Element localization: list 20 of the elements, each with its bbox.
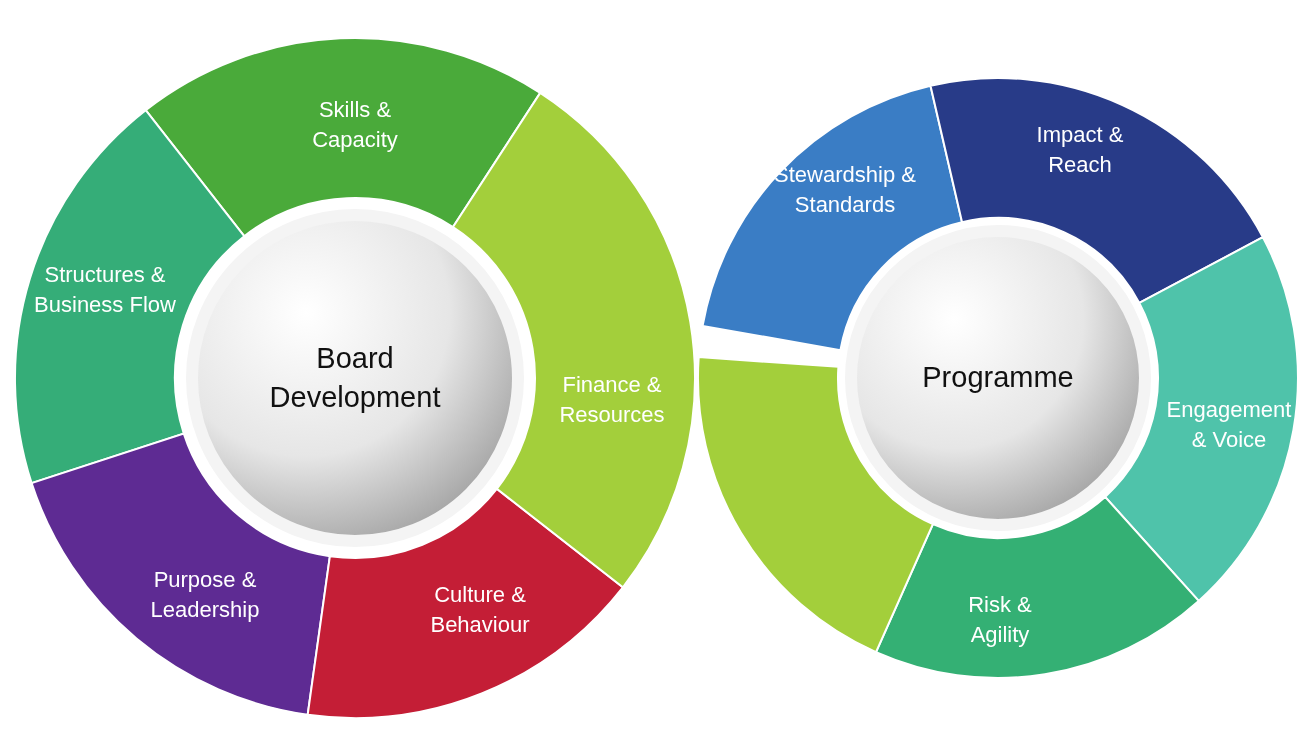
ring-segment bbox=[14, 109, 246, 485]
segment-label: Culture & Behaviour bbox=[429, 581, 531, 639]
segment-label: Finance & Resources bbox=[558, 371, 666, 429]
ring-segment bbox=[929, 77, 1264, 304]
hub-circle bbox=[186, 209, 524, 547]
ring-segment bbox=[144, 37, 542, 238]
ring-segment bbox=[1104, 236, 1299, 602]
hub-label: Programme bbox=[921, 360, 1075, 396]
segment-label: Engagement & Voice bbox=[1165, 396, 1293, 454]
segment-label: Skills & Capacity bbox=[311, 96, 399, 154]
hub-label: Board Development bbox=[268, 340, 442, 415]
segment-label: Impact & Reach bbox=[1035, 121, 1125, 179]
segment-label: Structures & Business Flow bbox=[33, 261, 177, 319]
ring-segment bbox=[701, 84, 963, 352]
ring-segment bbox=[30, 432, 331, 716]
hub-circle bbox=[845, 225, 1151, 531]
segment-label: Purpose & Leadership bbox=[149, 566, 261, 624]
ring-segment bbox=[875, 495, 1200, 679]
ring-segment bbox=[306, 487, 624, 719]
segment-label: Risk & Agility bbox=[967, 591, 1033, 649]
